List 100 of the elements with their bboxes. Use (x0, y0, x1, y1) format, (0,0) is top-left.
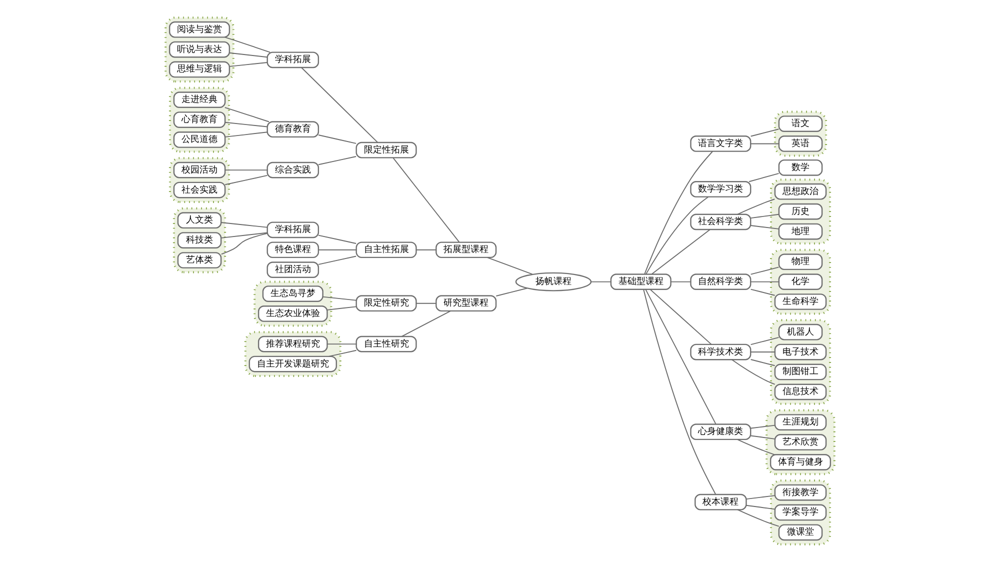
node-box: 心身健康类 (690, 424, 752, 440)
node-box: 走进经典 (173, 92, 226, 108)
connector (750, 143, 780, 144)
node-box: 社会科学类 (690, 214, 752, 230)
node-box: 自然科学类 (690, 274, 752, 290)
node-box: 德育教育 (266, 121, 320, 138)
connector (224, 122, 268, 128)
connector (737, 198, 776, 215)
cluster (244, 331, 342, 377)
node-box: 听说与表达 (168, 41, 230, 58)
node-box: 校本课程 (694, 494, 747, 510)
node-box: 思想政治 (774, 183, 827, 200)
node-box: 思维与逻辑 (168, 61, 230, 78)
node-box: 人文类 (177, 212, 222, 229)
node-box: 信息技术 (774, 384, 827, 400)
node-box: 机器人 (778, 324, 823, 340)
cluster (164, 16, 234, 82)
node-box: 微课堂 (778, 524, 823, 541)
node-box: 历史 (778, 203, 823, 220)
node-box: 数学学习类 (690, 181, 752, 198)
node-ellipse: 扬帆课程 (515, 272, 592, 292)
connector (224, 107, 270, 122)
cluster (254, 280, 332, 327)
node-box: 科技类 (177, 232, 222, 248)
connector (650, 289, 712, 345)
connector (750, 424, 776, 429)
connector (737, 509, 780, 527)
connector (392, 157, 460, 243)
connector (229, 62, 268, 67)
node-box: 自主性研究 (356, 336, 417, 352)
node-box: 阅读与鉴赏 (168, 21, 230, 38)
node-box: 地理 (778, 223, 823, 240)
connector (326, 344, 357, 345)
connector (229, 52, 268, 58)
node-box: 物理 (778, 254, 823, 270)
connector (318, 256, 357, 265)
node-box: 衔接教学 (774, 484, 827, 501)
connector (496, 288, 528, 296)
connector (748, 172, 780, 182)
cluster (770, 480, 832, 546)
node-box: 生命科学 (774, 294, 827, 310)
connector (416, 249, 436, 250)
node-box: 自主性拓展 (356, 242, 417, 258)
node-box: 社团活动 (266, 262, 320, 278)
connector (224, 170, 268, 171)
connector (643, 289, 716, 495)
connector (651, 229, 710, 274)
node-box: 限定性研究 (356, 295, 417, 312)
node-box: 数学 (778, 159, 823, 176)
node-box: 公民道德 (173, 132, 226, 148)
node-box: 语文 (778, 116, 823, 132)
cluster (172, 207, 226, 274)
connector (646, 196, 709, 275)
connector (645, 288, 716, 425)
node-box: 推荐课程研究 (258, 336, 328, 352)
connector (750, 281, 780, 282)
connector (750, 128, 780, 137)
connector (590, 281, 612, 282)
connector (328, 350, 357, 357)
node-box: 生态岛寻梦 (262, 286, 324, 302)
connector (746, 504, 776, 510)
connector (750, 336, 780, 346)
node-box: 电子技术 (774, 344, 827, 360)
cluster (766, 409, 836, 476)
node-box: 特色课程 (266, 242, 320, 258)
connector (750, 214, 780, 219)
node-box: 语言文字类 (690, 136, 752, 152)
cluster (168, 157, 230, 203)
node-box: 基础型课程 (610, 274, 672, 290)
connector (318, 249, 357, 250)
node-box: 社会实践 (173, 182, 226, 198)
connector (220, 222, 268, 228)
connector (750, 352, 776, 353)
node-box: 制图钳工 (774, 364, 827, 380)
node-box: 艺体类 (177, 252, 222, 268)
node-box: 生涯规划 (774, 414, 827, 430)
connector (322, 296, 357, 301)
connector (486, 257, 533, 275)
connector (750, 435, 776, 440)
connector (750, 266, 780, 275)
connector (224, 36, 271, 53)
connector (224, 132, 268, 138)
node-box: 综合实践 (266, 162, 320, 178)
connector (220, 232, 268, 255)
cluster (774, 110, 828, 157)
connector (401, 310, 452, 337)
node-box: 研究型课程 (436, 295, 497, 312)
connector (416, 302, 436, 304)
connector (326, 306, 357, 310)
connector (644, 150, 714, 274)
node-box: 体育与健身 (770, 454, 832, 470)
cluster (770, 248, 832, 315)
node-box: 化学 (778, 274, 823, 290)
connector (750, 288, 776, 296)
node-box: 限定性拓展 (356, 142, 417, 158)
node-box: 学科拓展 (266, 52, 320, 68)
connector (318, 234, 357, 244)
node-box: 自主开发课题研究 (248, 356, 337, 372)
node-box: 校园活动 (173, 162, 226, 178)
node-box: 生态农业体验 (258, 306, 328, 322)
